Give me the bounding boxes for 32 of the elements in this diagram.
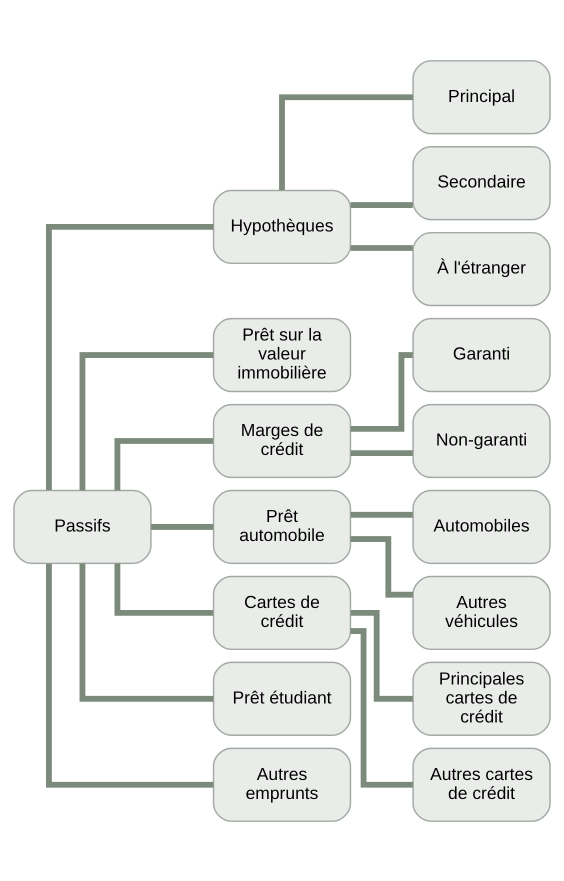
- connector: [350, 609, 413, 702]
- connector: [46, 223, 214, 490]
- connector: [350, 244, 413, 250]
- node-box: Hypothèques: [212, 189, 352, 264]
- node-box: Cartes de crédit: [212, 575, 352, 650]
- connector: [151, 524, 214, 530]
- connector: [114, 562, 214, 616]
- node-box: À l'étranger: [412, 231, 551, 306]
- connector: [350, 511, 413, 518]
- connector: [350, 450, 413, 456]
- connector: [46, 563, 214, 788]
- node-box: Autres véhicules: [412, 575, 551, 650]
- connector: [80, 562, 214, 702]
- connector: [350, 352, 413, 432]
- node-box: Prêt étudiant: [212, 661, 352, 736]
- connector: [114, 438, 214, 490]
- connector: [350, 202, 413, 208]
- node-box: Automobiles: [412, 489, 551, 564]
- node-box: Secondaire: [412, 146, 551, 220]
- node-box: Garanti: [412, 317, 551, 392]
- node-box: Principales cartes de crédit: [412, 661, 551, 736]
- node-box: Prêt automobile: [212, 489, 352, 564]
- node-box: Marges de crédit: [212, 403, 352, 478]
- node-box: Passifs: [13, 489, 152, 564]
- connector: [350, 628, 413, 788]
- node-box: Principal: [412, 60, 551, 134]
- connector: [80, 352, 214, 490]
- node-box: Autres cartes de crédit: [412, 747, 551, 822]
- connector: [279, 94, 413, 190]
- node-box: Autres emprunts: [212, 747, 352, 822]
- node-box: Non-garanti: [412, 403, 551, 478]
- node-box: Prêt sur la valeur immobilière: [212, 317, 352, 392]
